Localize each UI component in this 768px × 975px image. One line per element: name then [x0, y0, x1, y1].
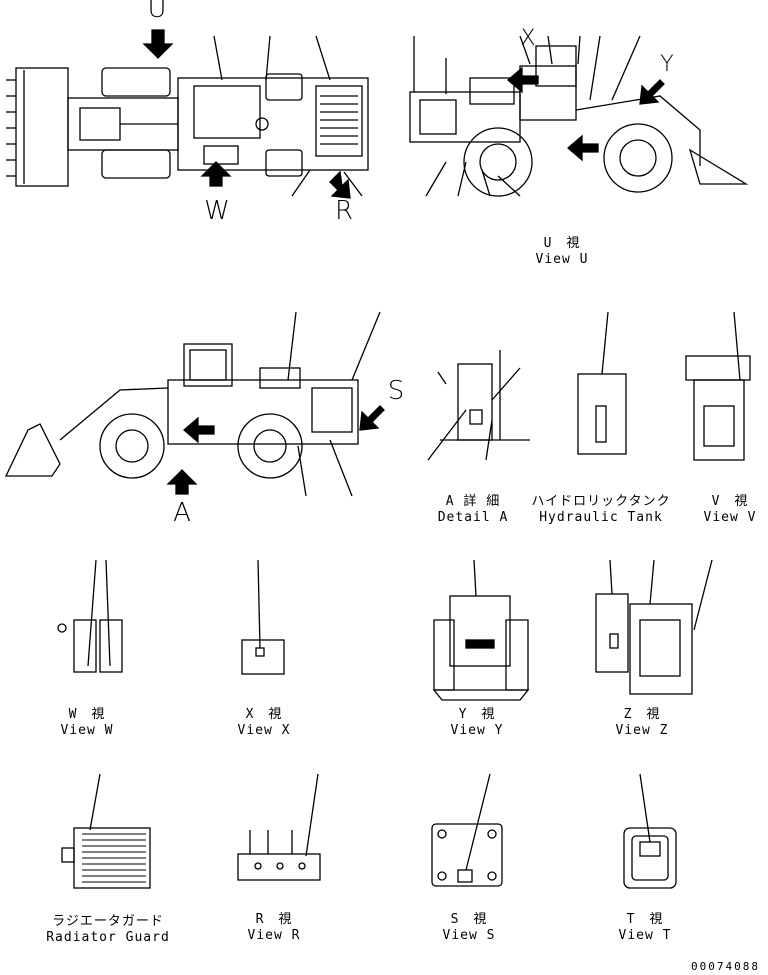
view-letter-u: U	[147, 0, 167, 24]
view-letter-y: Y	[660, 52, 674, 77]
view-w-drawing	[57, 559, 123, 673]
side-view-right	[409, 35, 749, 197]
view-letter-x: X	[520, 26, 536, 51]
view-z-drawing	[595, 559, 713, 695]
view-letter-r: R	[334, 196, 354, 226]
detail-a-drawing	[427, 350, 530, 461]
view-x-drawing	[241, 559, 285, 675]
view-y-drawing	[432, 559, 530, 701]
hydraulic-tank-drawing	[577, 311, 627, 455]
view-r-drawing	[237, 773, 321, 881]
view-t-drawing	[623, 773, 677, 889]
view-letter-a: A	[173, 498, 191, 528]
view-s-drawing	[431, 773, 503, 887]
top-view-loader	[6, 29, 369, 199]
side-view-left	[4, 311, 385, 497]
view-letter-w: W	[204, 196, 230, 226]
view-letter-s: S	[387, 376, 405, 406]
radiator-guard-drawing	[61, 773, 151, 889]
view-v-drawing	[685, 311, 751, 461]
drawing-number: 00074088	[691, 960, 760, 973]
